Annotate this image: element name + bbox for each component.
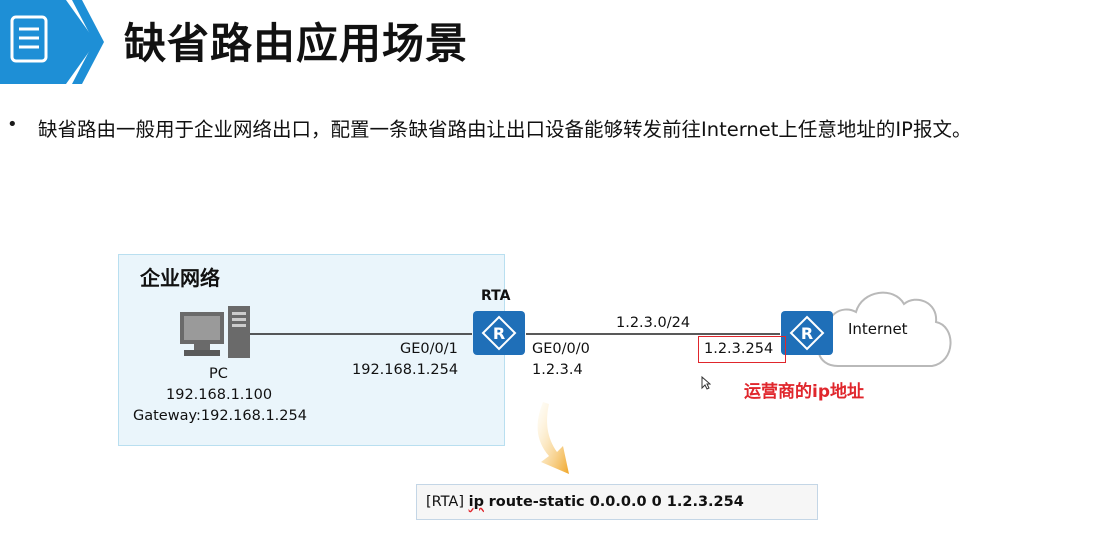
link-subnet: 1.2.3.0/24 — [616, 315, 691, 331]
mouse-cursor-icon — [701, 376, 711, 390]
svg-text:R: R — [801, 324, 813, 343]
document-list-icon — [10, 15, 48, 63]
rta-inner-interface: GE0/0/1 — [400, 341, 458, 357]
pc-icon — [180, 306, 250, 358]
pc-label: PC — [209, 366, 228, 382]
isp-ip-caption: 运营商的ip地址 — [744, 382, 864, 402]
command-box — [416, 484, 818, 520]
pc-gateway: Gateway:192.168.1.254 — [133, 408, 307, 424]
internet-label: Internet — [848, 320, 908, 338]
svg-text:R: R — [493, 324, 505, 343]
command-prompt: [RTA] — [426, 494, 464, 510]
rta-outer-ip: 1.2.3.4 — [532, 362, 583, 378]
rta-inner-ip: 192.168.1.254 — [352, 362, 459, 378]
enterprise-network-zone — [118, 254, 505, 446]
command-line: [RTA] ip route-static 0.0.0.0 0 1.2.3.25… — [426, 494, 744, 510]
isp-ip-address: 1.2.3.254 — [704, 341, 774, 357]
command-keyword: ip — [468, 494, 484, 510]
curved-arrow-icon — [537, 402, 569, 474]
page-title: 缺省路由应用场景 — [124, 19, 469, 68]
router-icon: R — [781, 311, 833, 355]
bullet-text: 缺省路由一般用于企业网络出口，配置一条缺省路由让出口设备能够转发前往Intern… — [38, 118, 972, 141]
rta-label: RTA — [481, 288, 511, 304]
isp-ip-highlight-box — [698, 336, 786, 363]
pc-ip-address: 192.168.1.100 — [166, 387, 273, 403]
bullet-marker: • — [7, 114, 18, 135]
command-arguments: route-static 0.0.0.0 0 1.2.3.254 — [488, 494, 744, 510]
rta-outer-interface: GE0/0/0 — [532, 341, 590, 357]
router-icon: R — [473, 311, 525, 355]
title-badge — [0, 0, 104, 84]
enterprise-network-label: 企业网络 — [140, 266, 220, 290]
